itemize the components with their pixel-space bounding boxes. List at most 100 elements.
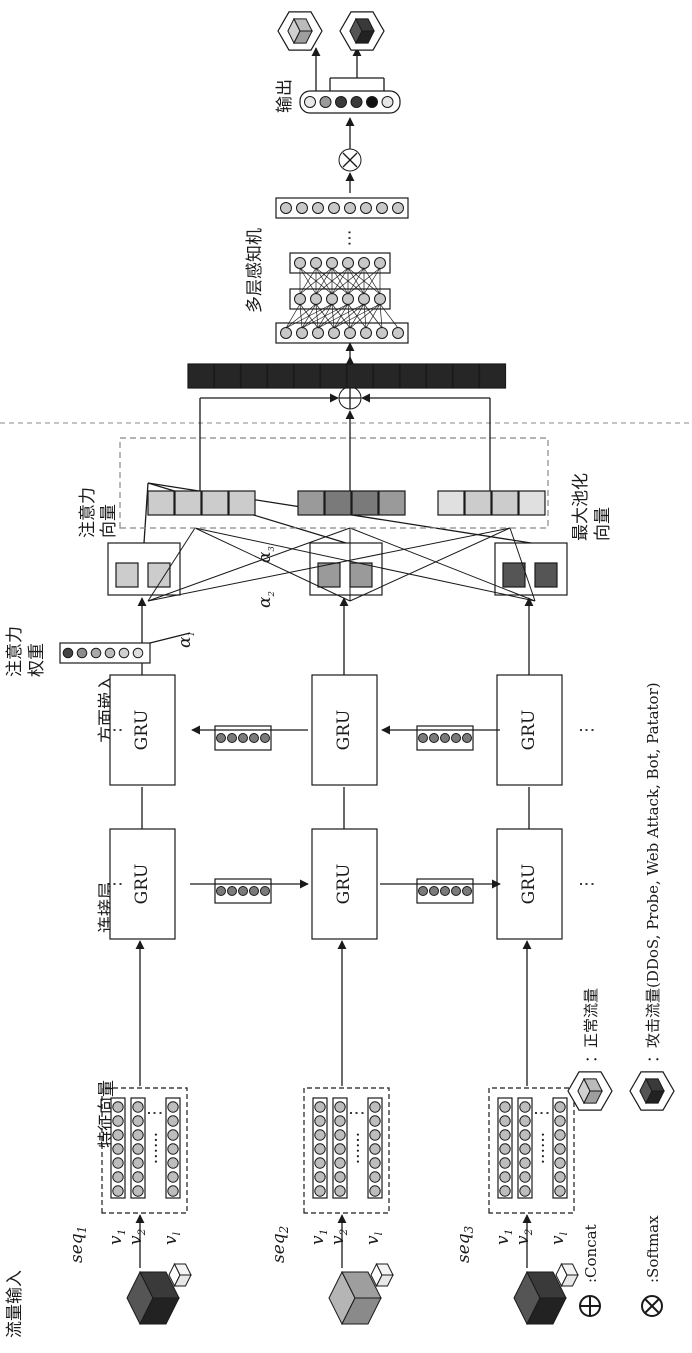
output-cell-2 [320, 97, 331, 108]
row-3-vec-3-cell-7 [555, 1102, 565, 1112]
row-2-vec-1-cell-4 [315, 1144, 325, 1154]
row-3-vec-1-cell-1 [500, 1186, 510, 1196]
row-3-vec-vdots: ⋮ [532, 1105, 552, 1122]
maxpool-vector-cell-2 [465, 491, 491, 515]
row-3-vec-3-cell-2 [555, 1172, 565, 1182]
gru-connector-2-2-cell-1 [419, 734, 428, 743]
input-label: 流量输入 [5, 1270, 25, 1338]
row-2-gru-2-label: GRU [334, 710, 354, 751]
row-2-vec-3-cell-5 [370, 1130, 380, 1140]
gru-connector-2-1-cell-2 [430, 887, 439, 896]
row-2-vec-dots: ...... [344, 1132, 364, 1164]
output-normal-icon [278, 12, 322, 50]
mlp-layer-out-node-2 [297, 203, 308, 214]
row-1-vec-2-cell-2 [133, 1172, 143, 1182]
row-3-vec-2-cell-6 [520, 1116, 530, 1126]
alpha-label-1: α1 [175, 631, 196, 648]
row-1-vec-1-cell-1 [113, 1186, 123, 1196]
gru-connector-2-1-cell-4 [452, 887, 461, 896]
gru-connector-2-2-cell-5 [463, 734, 472, 743]
maxpool-vector-label-1: 最大池化 [571, 473, 591, 541]
row-2-vec-2-cell-1 [335, 1186, 345, 1196]
row-1-gru-2-label: GRU [132, 710, 152, 751]
row-3-vec-1-cell-7 [500, 1102, 510, 1112]
row-3-gru-1-label: GRU [519, 864, 539, 905]
row-2-seq-label: seq2 [269, 1226, 291, 1263]
row-2-v3-label: vl [363, 1232, 385, 1245]
gru1-top-dots: ⋮ [105, 876, 125, 893]
attention-weight-cell-3 [91, 648, 101, 658]
legend-attack-cube [630, 1072, 674, 1110]
flattened-cell-7 [347, 364, 373, 388]
mlp-layer-2-node-2 [311, 294, 322, 305]
row-3-embed-cell-2 [535, 563, 557, 587]
normal-legend-text: ：正常流量 [582, 988, 600, 1063]
row-1-vec-2-cell-6 [133, 1116, 143, 1126]
mlp-layer-2-node-1 [295, 294, 306, 305]
flattened-cell-10 [427, 364, 453, 388]
row-2-vec-1-cell-5 [315, 1130, 325, 1140]
concat-legend-text: :Concat [582, 1224, 600, 1283]
row-1-vec-1-cell-2 [113, 1172, 123, 1182]
mlp-layer-1-node-2 [297, 328, 308, 339]
mlp-layer-out-node-1 [281, 203, 292, 214]
row-2-v2-label: v2 [328, 1228, 350, 1245]
flattened-cell-6 [321, 364, 347, 388]
row-1-vec-3-cell-2 [168, 1172, 178, 1182]
maxpool-vector-cell-3 [492, 491, 518, 515]
maxpool-vector-cell-4 [519, 491, 545, 515]
flattened-cell-1 [188, 364, 214, 388]
row-1-vec-2-cell-7 [133, 1102, 143, 1112]
row-2-vec-1-cell-3 [315, 1158, 325, 1168]
output-cell-5 [367, 97, 378, 108]
row-2-vec-2-cell-2 [335, 1172, 345, 1182]
output-cell-3 [336, 97, 347, 108]
row-3-v1-label: v1 [493, 1229, 515, 1245]
legend-softmax: :Softmax [642, 1215, 662, 1316]
attack-legend-text: ：攻击流量(DDoS, Probe, Web Attack, Bot, Pata… [644, 682, 662, 1063]
row-2-vec-2-cell-7 [335, 1102, 345, 1112]
attention-vector-1-cell-1 [148, 491, 174, 515]
row-1-vec-3-cell-7 [168, 1102, 178, 1112]
attention-weight-label-1: 注意力 [5, 626, 25, 677]
mlp-layer-out-node-4 [329, 203, 340, 214]
gru-connector-1-2-cell-5 [261, 734, 270, 743]
maxpool-vector-cell-1 [438, 491, 464, 515]
mlp-layer-3-node-5 [359, 258, 370, 269]
row-2-v1-label: v1 [308, 1229, 330, 1245]
row-2-embed-cell-2 [350, 563, 372, 587]
gru-connector-2-1-cell-3 [441, 887, 450, 896]
flattened-cell-5 [294, 364, 320, 388]
gru-connector-1-2-cell-1 [217, 734, 226, 743]
output-cell-4 [351, 97, 362, 108]
mlp-layer-out-node-5 [345, 203, 356, 214]
mlp-layer-1-node-1 [281, 328, 292, 339]
row-2-vec-1-cell-7 [315, 1102, 325, 1112]
mlp-layer-out-node-3 [313, 203, 324, 214]
gru-connector-2-2-cell-4 [452, 734, 461, 743]
row-2-vec-1-cell-1 [315, 1186, 325, 1196]
row-2-vec-3-cell-6 [370, 1116, 380, 1126]
attention-weight-cell-4 [105, 648, 115, 658]
mlp-layer-1-node-5 [345, 328, 356, 339]
maxpool-vector-label-2: 向量 [593, 507, 613, 541]
legend: :Concat :Softmax ：正常流量 ：攻击流量(DDoS, Probe… [568, 682, 674, 1316]
mlp-layer-3-node-6 [375, 258, 386, 269]
mlp-layer-2-node-4 [343, 294, 354, 305]
row-2-vec-3-cell-1 [370, 1186, 380, 1196]
flattened-cell-9 [400, 364, 426, 388]
mlp-layer-1-node-8 [393, 328, 404, 339]
alpha-label-3: α3 [255, 546, 276, 563]
gru-connector-1-1-cell-4 [250, 887, 259, 896]
row-2-gru-1-label: GRU [334, 864, 354, 905]
row-3-vec-1-cell-4 [500, 1144, 510, 1154]
row-1-vec-3-cell-3 [168, 1158, 178, 1168]
row-3-vec-1-cell-2 [500, 1172, 510, 1182]
row-3-vec-3-cell-6 [555, 1116, 565, 1126]
flattened-cell-8 [374, 364, 400, 388]
mlp-layer-3-node-1 [295, 258, 306, 269]
row-3-vec-3-cell-4 [555, 1144, 565, 1154]
gru-connector-1-2-cell-4 [250, 734, 259, 743]
row-1-vec-1-cell-4 [113, 1144, 123, 1154]
